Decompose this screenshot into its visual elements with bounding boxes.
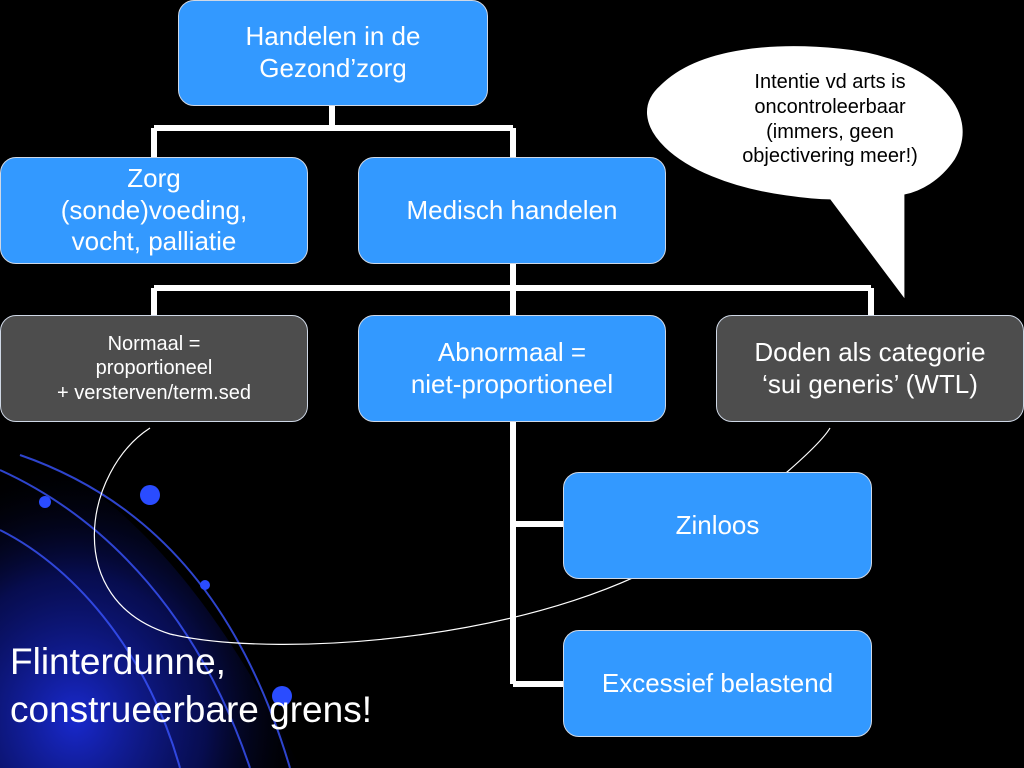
- connector-abnormaal-children: [510, 420, 566, 687]
- node-medisch-handelen: Medisch handelen: [358, 157, 666, 264]
- node-label-line: Excessief belastend: [601, 667, 834, 698]
- node-label-line: Doden als categorie: [754, 336, 986, 367]
- callout-line: objectivering meer!): [742, 145, 918, 168]
- node-label-line: Zorg: [127, 162, 181, 193]
- node-label-line: niet-proportioneel: [410, 368, 614, 399]
- node-label-line: Handelen in de: [245, 21, 421, 52]
- callout-line: (immers, geen: [766, 120, 894, 143]
- node-zorg: Zorg (sonde)voeding, vocht, palliatie: [0, 157, 308, 264]
- node-normaal: Normaal = proportioneel + versterven/ter…: [0, 315, 308, 422]
- node-label-line: (sonde)voeding,: [60, 194, 248, 225]
- node-label-line: Gezond’zorg: [259, 53, 407, 83]
- node-abnormaal: Abnormaal = niet-proportioneel: [358, 315, 666, 422]
- node-label-line: vocht, palliatie: [71, 226, 237, 257]
- callout-line: Intentie vd arts is: [754, 71, 906, 93]
- decor-dot: [39, 496, 51, 508]
- callout-text: Intentie vd arts is oncontroleerbaar (im…: [700, 70, 960, 169]
- node-excessief-belastend: Excessief belastend: [563, 630, 872, 737]
- decor-dot: [272, 686, 292, 706]
- caption: Flinterdunne, construeerbare grens!: [10, 638, 372, 734]
- caption-line: Flinterdunne,: [10, 641, 226, 682]
- connector-medisch-level3: [151, 262, 874, 318]
- callout-line: oncontroleerbaar: [754, 95, 906, 118]
- node-label-line: Medisch handelen: [406, 194, 618, 225]
- node-label-line: Zinloos: [675, 509, 760, 540]
- decor-dot: [140, 485, 160, 505]
- node-zinloos: Zinloos: [563, 472, 872, 579]
- node-label-line: Normaal =: [107, 332, 201, 355]
- node-label-line: Abnormaal =: [437, 336, 587, 367]
- node-doden: Doden als categorie ‘sui generis’ (WTL): [716, 315, 1024, 422]
- background-swoosh: [0, 440, 300, 768]
- swoosh-arc: [19, 454, 291, 768]
- node-label-line: ‘sui generis’ (WTL): [762, 368, 978, 399]
- connector-root-level2: [151, 105, 516, 160]
- node-handelen-gezondzorg: Handelen in de Gezond’zorg: [178, 0, 488, 106]
- decor-dot: [200, 580, 210, 590]
- caption-line: construeerbare grens!: [10, 689, 372, 731]
- node-label-line: proportioneel: [95, 357, 213, 380]
- swoosh-arc: [0, 529, 181, 768]
- swoosh-arc: [0, 469, 251, 768]
- node-label-line: + versterven/term.sed: [57, 381, 251, 404]
- callout-bubble: [645, 45, 964, 302]
